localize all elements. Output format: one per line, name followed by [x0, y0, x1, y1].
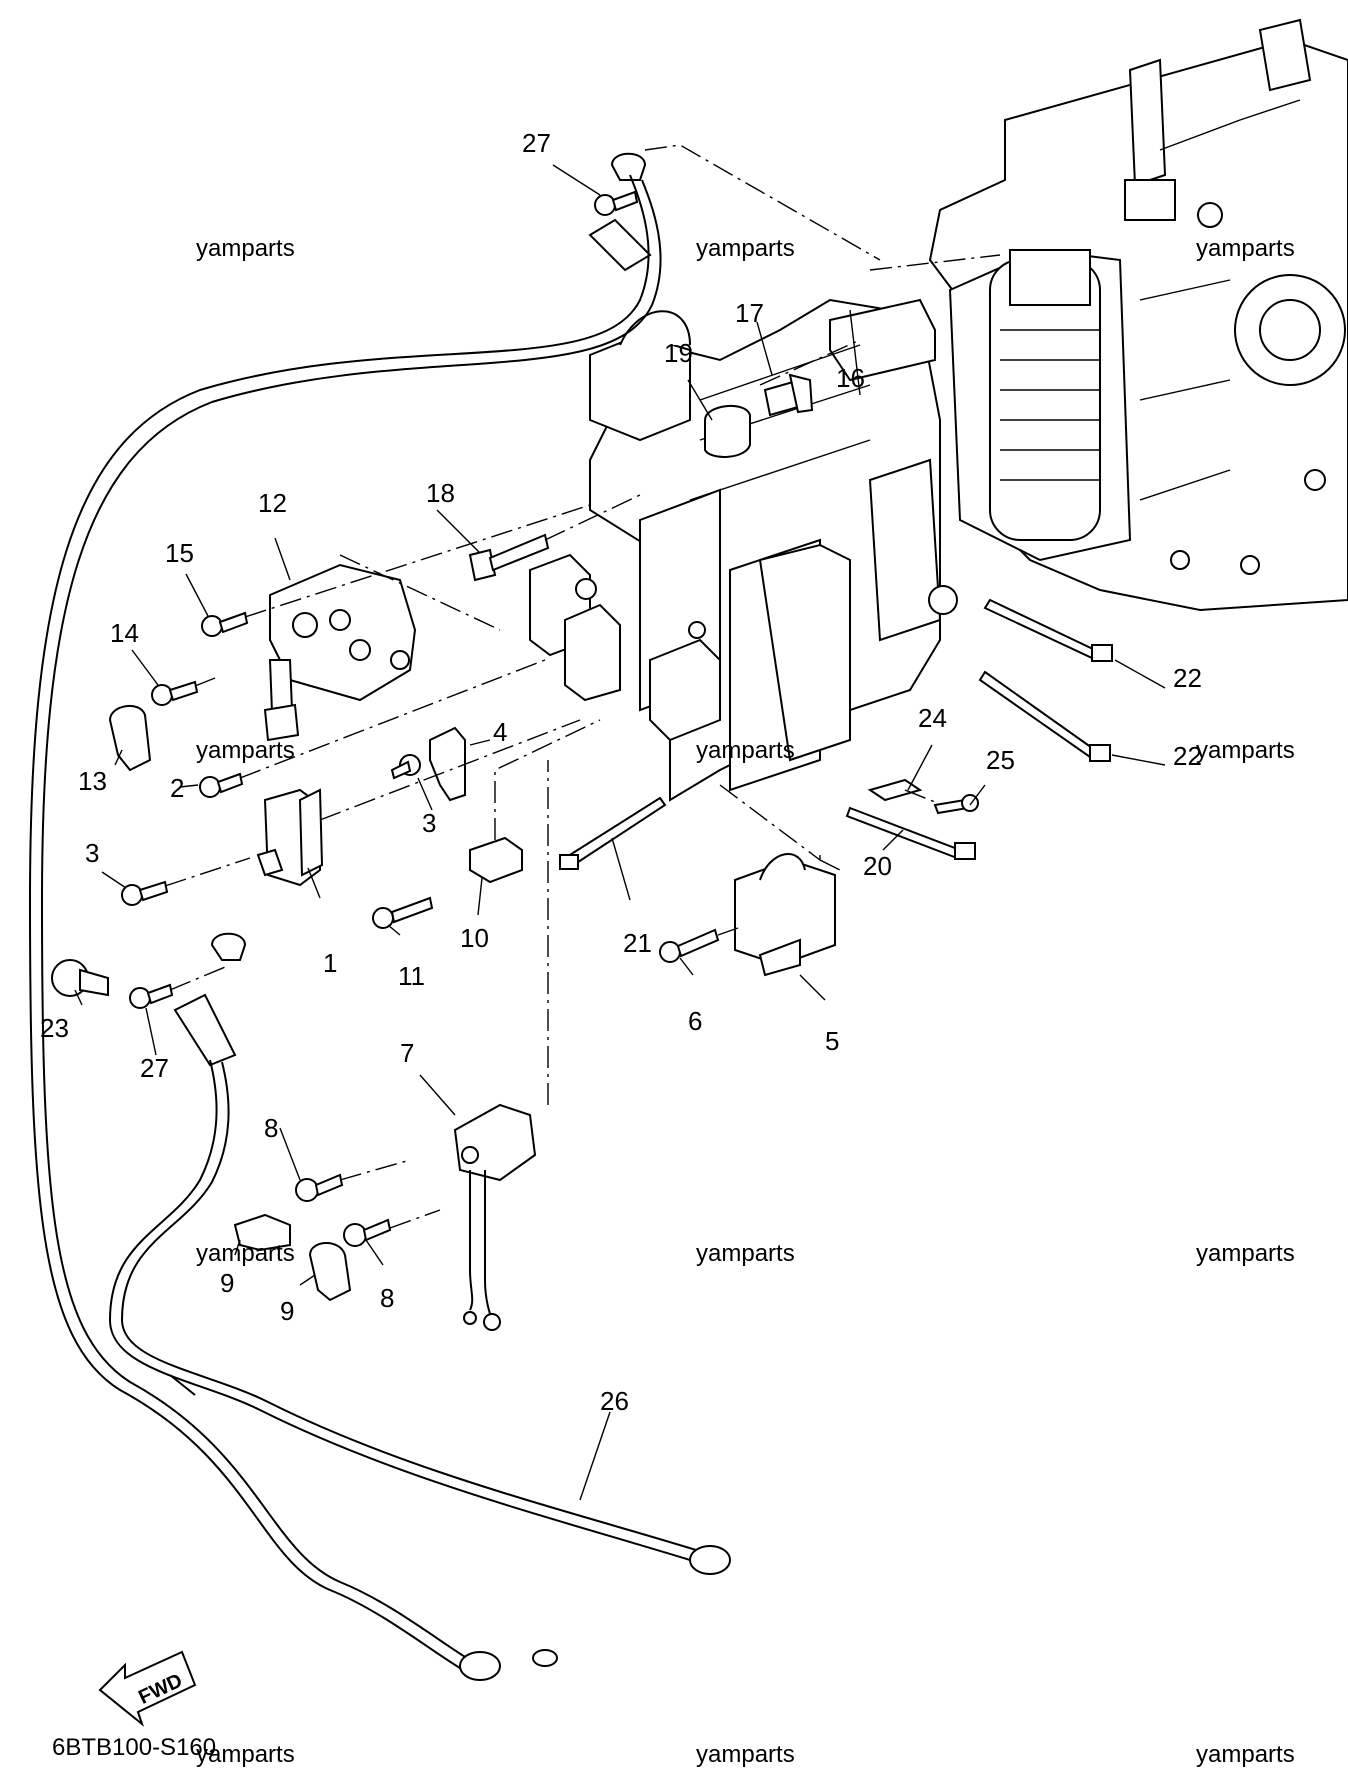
rectifier-12: [263, 563, 417, 742]
starter-relay-1: [256, 788, 324, 887]
callout-23: 23: [40, 1013, 69, 1043]
watermark: yamparts: [696, 235, 795, 262]
callout-9-left: 9: [220, 1268, 234, 1298]
watermark: yamparts: [196, 1741, 295, 1768]
callout-3-lower: 3: [85, 838, 99, 868]
forward-direction-arrow: FWD: [98, 1650, 197, 1727]
watermark: yamparts: [196, 737, 295, 764]
screw-6: [659, 928, 720, 963]
callout-24: 24: [918, 703, 947, 733]
leader-lines: [74, 164, 1166, 1501]
clip-24: [867, 778, 923, 802]
diagram-code: 6BTB100-S160: [52, 1734, 217, 1761]
bolt-27-upper: [594, 190, 639, 216]
clamp-13: [108, 705, 152, 772]
callout-7: 7: [400, 1038, 414, 1068]
callout-18: 18: [426, 478, 455, 508]
bolt-3-upper: [390, 754, 421, 780]
watermark: yamparts: [696, 1240, 795, 1267]
bolt-2: [199, 772, 244, 798]
terminal-boot-lower: [173, 932, 247, 1067]
watermark: yamparts: [696, 737, 795, 764]
callout-4: 4: [493, 717, 507, 747]
callout-2: 2: [170, 773, 184, 803]
callout-10: 10: [460, 923, 489, 953]
callout-25: 25: [986, 745, 1015, 775]
bolt-8-upper: [295, 1173, 344, 1202]
bolt-3-lower: [121, 880, 169, 906]
callout-27-upper: 27: [522, 128, 551, 158]
callout-6: 6: [688, 1006, 702, 1036]
connector-block-7: [453, 1103, 537, 1331]
terminal-boot-upper: [588, 152, 652, 272]
callout-1: 1: [323, 948, 337, 978]
bolt-27-lower: [129, 983, 174, 1009]
battery-cable-26: [28, 174, 731, 1681]
callout-12: 12: [258, 488, 287, 518]
callout-8-upper: 8: [264, 1113, 278, 1143]
callout-26: 26: [600, 1386, 629, 1416]
callout-5: 5: [825, 1026, 839, 1056]
callout-19: 19: [664, 338, 693, 368]
callout-13: 13: [78, 766, 107, 796]
callout-27-lower: 27: [140, 1053, 169, 1083]
callout-20: 20: [863, 851, 892, 881]
bolt-8-lower: [343, 1218, 392, 1247]
cable-tie-22-upper: [983, 598, 1113, 662]
cable-tie-20: [845, 806, 976, 860]
watermark: yamparts: [196, 1240, 295, 1267]
clamp-9-upper: [233, 1213, 291, 1252]
watermark: yamparts: [196, 235, 295, 262]
callout-22-lower: 22: [1173, 741, 1202, 771]
callout-9-right: 9: [280, 1296, 294, 1326]
callout-numbers: 27 17 19 16 18 12 15 14 13 2 3 4 3 1 11 …: [40, 128, 1202, 1416]
callout-14: 14: [110, 618, 139, 648]
grommet-19: [704, 404, 751, 458]
screw-11: [372, 896, 434, 929]
watermark: yamparts: [1196, 737, 1295, 764]
watermark: yamparts: [696, 1741, 795, 1768]
clamp-9-lower: [308, 1242, 352, 1302]
callout-17: 17: [735, 298, 764, 328]
bolt-15: [201, 611, 249, 637]
watermark: yamparts: [1196, 235, 1295, 262]
callout-3-upper: 3: [422, 808, 436, 838]
callout-11: 11: [398, 961, 425, 991]
callout-15: 15: [165, 538, 194, 568]
bolt-18: [468, 533, 550, 582]
watermark: yamparts: [1196, 1240, 1295, 1267]
callout-21: 21: [623, 928, 652, 958]
watermark: yamparts: [1196, 1741, 1295, 1768]
callout-16: 16: [836, 363, 865, 393]
cap-23: [51, 959, 109, 997]
holder-10: [469, 836, 523, 884]
cable-tie-22-lower: [978, 670, 1111, 762]
cdi-unit-5: [734, 853, 836, 977]
callout-8-lower: 8: [380, 1283, 394, 1313]
clip-4: [429, 726, 466, 802]
main-electrical-bracket: [529, 298, 958, 802]
bolt-14: [151, 680, 199, 706]
assembly-lines: [164, 144, 1001, 1229]
engine-block: [928, 18, 1348, 612]
cable-tie-21: [559, 796, 667, 870]
collar-17: [763, 373, 814, 417]
callout-22-upper: 22: [1173, 663, 1202, 693]
